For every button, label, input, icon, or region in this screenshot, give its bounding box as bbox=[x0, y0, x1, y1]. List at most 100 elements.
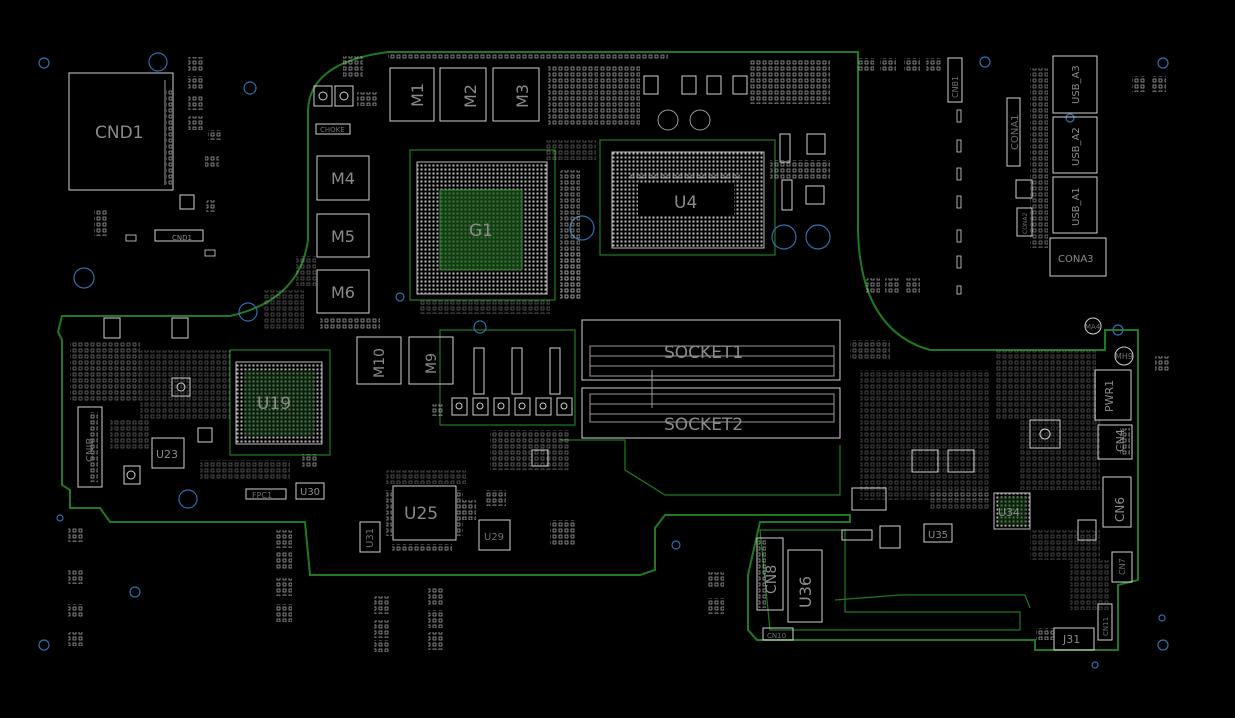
memory-m2: M2 bbox=[439, 67, 487, 122]
mount-holes bbox=[38, 52, 1169, 669]
svg-text:CONA1: CONA1 bbox=[1010, 114, 1021, 150]
usb-side-pads bbox=[1015, 68, 1048, 248]
inductor-row bbox=[451, 347, 573, 470]
svg-text:J31: J31 bbox=[1062, 633, 1080, 646]
chip-u19: U19 bbox=[235, 361, 323, 445]
svg-text:PWR1: PWR1 bbox=[1103, 380, 1116, 412]
svg-text:USB_A1: USB_A1 bbox=[1071, 187, 1082, 226]
cona1-connector: CONA1 bbox=[1006, 97, 1021, 167]
cap-cluster-top bbox=[313, 56, 377, 107]
left-pad-cluster bbox=[94, 57, 222, 257]
svg-text:M10: M10 bbox=[372, 348, 388, 378]
connector-j31: J31 bbox=[1053, 627, 1095, 651]
bottom-center-pads bbox=[386, 470, 576, 552]
memory-m5: M5 bbox=[316, 213, 370, 258]
svg-text:MA4: MA4 bbox=[1085, 323, 1101, 331]
socket2-slot: SOCKET2 bbox=[581, 370, 841, 439]
memory-m1: M1 bbox=[389, 67, 435, 122]
chip-u34: U34 bbox=[993, 492, 1031, 530]
usb-a1-port: USB_A1 bbox=[1052, 176, 1098, 234]
socket1-slot: SOCKET1 bbox=[581, 319, 841, 381]
svg-text:U36: U36 bbox=[796, 576, 815, 608]
memory-m4: M4 bbox=[316, 155, 370, 201]
svg-text:CN7: CN7 bbox=[1118, 558, 1127, 575]
cpu-top-components bbox=[548, 60, 830, 211]
right-mid-components bbox=[841, 340, 1169, 640]
svg-text:U34: U34 bbox=[998, 506, 1020, 519]
svg-text:M4: M4 bbox=[331, 169, 355, 188]
cnd1-connector: CND1 bbox=[68, 72, 174, 191]
svg-text:MH9: MH9 bbox=[1115, 352, 1133, 361]
svg-text:CN10: CN10 bbox=[767, 632, 786, 640]
mount-pad-ma4: MA4 bbox=[1084, 317, 1102, 335]
fpc1-connector: FPC1 bbox=[245, 488, 287, 500]
cnd1-label: CND1 bbox=[95, 123, 144, 143]
svg-text:CNB1: CNB1 bbox=[951, 76, 960, 98]
svg-text:CN6: CN6 bbox=[1113, 497, 1127, 522]
svg-text:CN11: CN11 bbox=[1102, 617, 1110, 636]
svg-text:M1: M1 bbox=[408, 83, 427, 107]
chip-u31: U31 bbox=[359, 521, 381, 553]
svg-text:CHOKE: CHOKE bbox=[320, 126, 345, 134]
center-small-components bbox=[264, 140, 596, 520]
svg-text:SOCKET2: SOCKET2 bbox=[664, 415, 743, 435]
left-mid-components bbox=[70, 317, 318, 485]
chip-u23: U23 bbox=[151, 437, 185, 469]
svg-text:M2: M2 bbox=[461, 84, 480, 108]
svg-text:U4: U4 bbox=[674, 193, 697, 213]
svg-text:CN8: CN8 bbox=[764, 565, 780, 594]
svg-text:U19: U19 bbox=[257, 394, 291, 414]
usb-a2-port: USB_A2 bbox=[1052, 116, 1098, 174]
cnd1-small-label: CND1 bbox=[172, 234, 192, 242]
chip-u29: U29 bbox=[478, 519, 511, 551]
connector-cn6: CN6 bbox=[1102, 476, 1132, 528]
svg-text:CONA2: CONA2 bbox=[1022, 212, 1029, 234]
svg-text:M9: M9 bbox=[424, 353, 440, 374]
memory-m10: M10 bbox=[356, 336, 402, 385]
svg-text:G1: G1 bbox=[469, 221, 493, 241]
cpu-u4: U4 bbox=[611, 151, 765, 249]
svg-text:U23: U23 bbox=[156, 448, 178, 461]
connector-cn7: CN7 bbox=[1111, 551, 1133, 583]
svg-text:CNIB: CNIB bbox=[85, 438, 96, 462]
svg-text:SOCKET1: SOCKET1 bbox=[664, 343, 743, 363]
svg-text:CONA3: CONA3 bbox=[1058, 254, 1094, 265]
top-pad-row-2 bbox=[538, 54, 668, 60]
connector-cn10: CN10 bbox=[762, 627, 794, 641]
top-pad-row bbox=[388, 54, 538, 60]
gpu-g1: G1 bbox=[416, 161, 580, 300]
cnd1-small-connector: CND1 bbox=[154, 229, 204, 242]
bottom-left-pad-stacks bbox=[68, 528, 724, 652]
svg-text:U30: U30 bbox=[300, 487, 320, 498]
choke-component: CHOKE bbox=[315, 123, 351, 135]
cnb1-connector: CNB1 bbox=[947, 57, 963, 103]
usb-a3-port: USB_A3 bbox=[1052, 55, 1098, 114]
svg-text:M3: M3 bbox=[513, 84, 532, 108]
chip-u36: U36 bbox=[787, 549, 823, 623]
svg-text:M5: M5 bbox=[331, 227, 355, 246]
connector-cn8: CN8 bbox=[756, 537, 784, 611]
mount-pad-mh9: MH9 bbox=[1114, 346, 1134, 366]
right-top-pads bbox=[858, 58, 1166, 295]
svg-text:U29: U29 bbox=[484, 532, 504, 543]
chip-u25: U25 bbox=[386, 485, 463, 541]
cona3-connector: CONA3 bbox=[1049, 237, 1107, 277]
memory-m9: M9 bbox=[408, 336, 454, 385]
memory-m6: M6 bbox=[316, 269, 370, 314]
connector-pwr1: PWR1 bbox=[1094, 369, 1132, 421]
cona2-connector: CONA2 bbox=[1016, 207, 1033, 237]
svg-text:USB_A2: USB_A2 bbox=[1071, 127, 1082, 166]
svg-text:U35: U35 bbox=[928, 530, 948, 541]
svg-text:CN4: CN4 bbox=[1114, 429, 1127, 452]
chip-u30: U30 bbox=[295, 482, 325, 500]
memory-m3: M3 bbox=[492, 67, 540, 122]
svg-text:U25: U25 bbox=[404, 504, 438, 524]
chip-u35: U35 bbox=[923, 523, 953, 543]
connector-cnib: CNIB bbox=[77, 406, 103, 488]
svg-text:FPC1: FPC1 bbox=[252, 491, 272, 500]
svg-text:USB_A3: USB_A3 bbox=[1071, 65, 1082, 104]
connector-cn4: CN4 bbox=[1097, 424, 1133, 460]
svg-text:U31: U31 bbox=[365, 528, 376, 548]
svg-text:M6: M6 bbox=[331, 283, 355, 302]
